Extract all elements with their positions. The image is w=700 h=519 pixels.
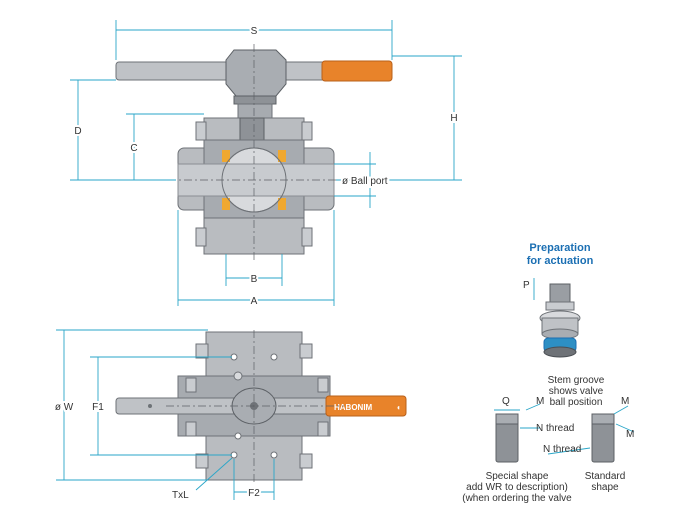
bolt-hole xyxy=(234,432,242,440)
groove-line2: shows valve xyxy=(549,386,604,397)
dim-d-label: D xyxy=(74,126,81,137)
bolt xyxy=(317,421,329,437)
special-shape-line1: Special shape xyxy=(486,471,549,482)
bolt xyxy=(301,121,313,141)
dim-f2-label: F2 xyxy=(248,488,260,499)
handle-grip xyxy=(321,60,393,82)
dim-a-label: A xyxy=(251,296,258,307)
bolt xyxy=(195,121,207,141)
seat xyxy=(222,150,230,162)
stem-gland xyxy=(237,103,273,119)
actuation-title-line1: Preparation xyxy=(529,242,590,254)
bolt xyxy=(317,377,329,393)
dim-m-right-bottom-label: M xyxy=(626,429,634,440)
special-shape-line2: add WR to description) xyxy=(466,482,568,493)
plan-view: HABONIM ◖ ø W F1 F2 TxL xyxy=(53,329,407,501)
bolt-hole xyxy=(270,451,278,459)
actuation-title-line2: for actuation xyxy=(527,255,594,267)
seat xyxy=(222,198,230,210)
seat xyxy=(278,198,286,210)
handle-pin xyxy=(148,404,152,408)
groove-line1: Stem groove xyxy=(548,375,605,386)
stem-collar xyxy=(545,301,575,311)
dim-c-label: C xyxy=(130,143,137,154)
dim-txl-label: TxL xyxy=(172,490,189,501)
brand-label: HABONIM xyxy=(334,403,373,412)
n-thread-right-arrow xyxy=(547,447,591,455)
seat xyxy=(278,150,286,162)
front-view: S xyxy=(70,20,462,309)
groove-line3: ball position xyxy=(550,397,603,408)
bolt-hole xyxy=(270,353,278,361)
special-shape-line3: (when ordering the valve xyxy=(462,493,572,504)
stem-nut xyxy=(233,95,277,105)
dim-m-right-top-label: M xyxy=(621,396,629,407)
bolt xyxy=(195,343,209,359)
bolt xyxy=(301,227,313,247)
standard-stem-top xyxy=(591,413,615,425)
dim-b-label: B xyxy=(251,274,258,285)
handle-hub xyxy=(225,49,287,97)
bolt xyxy=(299,343,313,359)
bolt xyxy=(185,421,197,437)
bolt xyxy=(185,377,197,393)
bolt xyxy=(299,453,313,469)
stem-square xyxy=(549,283,571,305)
brand-mark-icon: ◖ xyxy=(396,403,401,412)
dim-s-label: S xyxy=(251,26,258,37)
dim-f1-label: F1 xyxy=(92,402,104,413)
m-left-leader xyxy=(525,403,541,411)
plug xyxy=(233,371,243,381)
stem-shapes: Stem groove shows valve ball position Q … xyxy=(462,375,634,504)
handle-bar xyxy=(115,61,327,81)
dim-h-label: H xyxy=(450,113,457,124)
dim-q-label: Q xyxy=(502,396,510,407)
m-right-top-leader xyxy=(613,405,629,415)
n-thread-right-label: N thread xyxy=(543,444,581,455)
dim-p-label: P xyxy=(523,280,530,291)
bolt xyxy=(195,453,209,469)
standard-shape-line2: shape xyxy=(591,482,619,493)
standard-shape-line1: Standard xyxy=(585,471,626,482)
txl-leader xyxy=(195,457,233,491)
dim-m-left-label: M xyxy=(536,396,544,407)
dim-w-label: ø W xyxy=(55,402,74,413)
actuation-detail: Preparation for actuation P xyxy=(523,242,594,358)
stem-bottom xyxy=(543,346,577,358)
special-stem-top xyxy=(495,413,519,425)
bolt xyxy=(195,227,207,247)
n-thread-left-label: N thread xyxy=(536,423,574,434)
m-right-bottom-leader xyxy=(615,423,635,433)
dim-ball-port-label: ø Ball port xyxy=(342,176,388,187)
